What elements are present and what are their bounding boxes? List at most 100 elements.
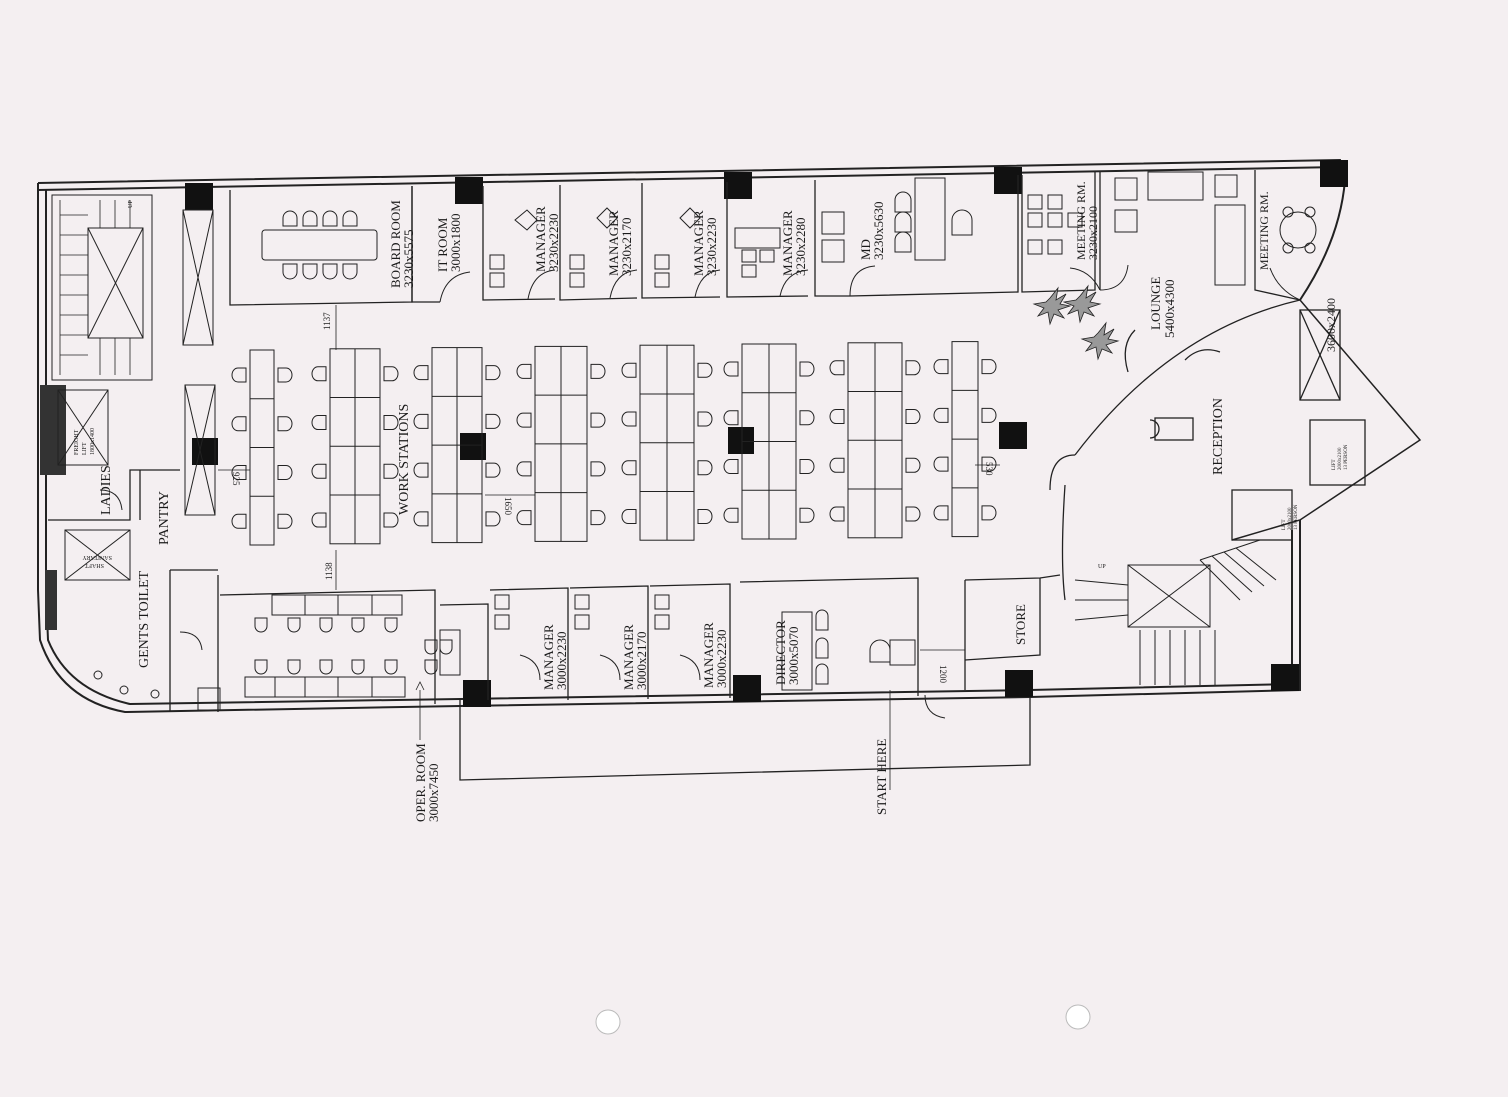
meeting-1-label: MEETING RM. 3230x2100 xyxy=(1074,181,1100,260)
reception-name: RECEPTION xyxy=(1211,398,1226,475)
oper-chair xyxy=(254,617,268,633)
board-room-label: BOARD ROOM 3230x5575 xyxy=(388,200,416,288)
gents-toilet-label: GENTS TOILET xyxy=(137,570,152,668)
workstation-chair xyxy=(590,461,606,477)
workstation-chair xyxy=(485,413,501,429)
manager-top-4-name: MANAGER xyxy=(780,210,795,276)
workstation-chair xyxy=(413,365,429,381)
it-room-name: IT ROOM xyxy=(435,217,450,272)
reception-walls xyxy=(1049,299,1366,601)
door-swings-top xyxy=(439,264,1301,303)
manager-bot-1-label: MANAGER 3000x2230 xyxy=(541,624,569,690)
manager-top-1-label: MANAGER 3230x2230 xyxy=(533,206,561,272)
lift-a-label: LIFT 2000x2100 13 PERSON xyxy=(1282,504,1299,530)
oper-room-furniture xyxy=(93,594,916,711)
manager-bot-2-label: MANAGER 3000x2170 xyxy=(621,624,649,690)
workstation-chair xyxy=(981,407,997,423)
director-label: DIRECTOR 3000x5070 xyxy=(773,620,801,685)
up-label-right: UP xyxy=(1098,564,1106,570)
board-room-size: 3230x5575 xyxy=(401,230,416,289)
manager-top-4-label: MANAGER 3230x2280 xyxy=(780,210,808,276)
oper-chair xyxy=(424,659,438,675)
workstation-chair xyxy=(413,413,429,429)
workstation-chair xyxy=(383,415,399,431)
workstation-chair xyxy=(799,361,815,377)
manager-bot-2-name: MANAGER xyxy=(621,624,636,690)
it-room-size: 3000x1800 xyxy=(448,214,463,273)
pantry-name: PANTRY xyxy=(157,491,172,545)
dim-1137: 1137 xyxy=(322,312,332,330)
workstation-chair xyxy=(829,506,845,522)
shaft-text: SHAFT xyxy=(85,562,104,568)
workstation-chair xyxy=(697,460,713,476)
work-stations-label: WORK STATIONS xyxy=(397,404,412,515)
workstation-chair xyxy=(829,409,845,425)
workstation-chair xyxy=(383,463,399,479)
board-room-name: BOARD ROOM xyxy=(388,200,403,288)
freight-lift-line3: 1800x1400 xyxy=(90,428,96,455)
right-stair xyxy=(1074,539,1277,685)
workstation-chair xyxy=(311,415,327,431)
dimension-lines xyxy=(218,305,1000,790)
freight-lift-line2: LIFT xyxy=(82,442,88,455)
workstation-chair xyxy=(621,460,637,476)
workstation-chair xyxy=(383,366,399,382)
lift-b-line3: 13 PERSON xyxy=(1344,444,1349,470)
lounge-label: LOUNGE 5400x4300 xyxy=(1148,277,1177,338)
director-size: 3000x5070 xyxy=(786,627,801,686)
workstation-chair xyxy=(905,409,921,425)
oper-chair xyxy=(287,617,301,633)
left-core xyxy=(51,194,216,581)
freight-lift-label: FREIGHT LIFT 1800x1400 xyxy=(74,428,96,455)
oper-chair xyxy=(254,659,268,675)
sanitary-label: SANITARY SHAFT xyxy=(82,554,112,568)
up-label-left: UP xyxy=(128,200,134,208)
workstation-chair xyxy=(277,513,293,529)
oper-room-name: OPER. ROOM xyxy=(413,743,428,822)
dim-1650: 1650 xyxy=(503,497,513,516)
freight-lift-line1: FREIGHT xyxy=(74,429,80,455)
director-name: DIRECTOR xyxy=(773,620,788,685)
workstation-chair xyxy=(905,457,921,473)
manager-top-3-label: MANAGER 3230x2230 xyxy=(691,210,719,276)
workstation-chair xyxy=(383,512,399,528)
workstation-chair xyxy=(277,465,293,480)
manager-bot-1-size: 3000x2230 xyxy=(554,632,569,691)
work-stations-name: WORK STATIONS xyxy=(397,404,412,515)
it-room-label: IT ROOM 3000x1800 xyxy=(435,214,463,273)
manager-top-1-size: 3230x2230 xyxy=(546,214,561,273)
workstation-chair xyxy=(590,363,606,379)
workstation-chair xyxy=(590,412,606,428)
workstation-chair xyxy=(723,507,739,523)
workstation-chair xyxy=(277,367,293,383)
workstation-chair xyxy=(829,457,845,473)
workstation-chair xyxy=(311,512,327,528)
manager-bot-2-size: 3000x2170 xyxy=(634,632,649,691)
dim-1200: 1200 xyxy=(938,665,948,684)
workstation-chair xyxy=(516,510,532,526)
manager-top-3-size: 3230x2230 xyxy=(704,218,719,277)
workstation-chair xyxy=(829,360,845,376)
meeting-2-name: MEETING RM. xyxy=(1257,191,1271,270)
workstation-chair xyxy=(311,463,327,479)
structural-columns xyxy=(40,160,1348,707)
meeting-2-label: MEETING RM. 3600x2400 xyxy=(1257,191,1338,352)
meeting-2-size: 3600x2400 xyxy=(1324,298,1338,352)
workstation-chair xyxy=(981,359,997,375)
workstation-chair xyxy=(933,407,949,423)
lift-b-line2: 2000x2100 xyxy=(1338,447,1343,470)
lift-a-line2: 2000x2100 xyxy=(1288,507,1293,530)
lift-a-line1: LIFT xyxy=(1282,519,1287,530)
workstation-chair xyxy=(311,366,327,382)
dimension-labels: 1137 1138 925 1650 530 1200 xyxy=(231,312,994,684)
oper-chair xyxy=(319,659,333,675)
md-label: MD 3230x5630 xyxy=(858,202,886,261)
dim-530: 530 xyxy=(984,462,994,476)
workstation-chair xyxy=(590,510,606,526)
workstation-chair xyxy=(621,362,637,378)
workstation-chair xyxy=(723,459,739,474)
workstation-chair xyxy=(905,506,921,522)
workstation-chair xyxy=(933,505,949,521)
manager-top-furniture xyxy=(489,171,1317,288)
oper-chair xyxy=(319,617,333,633)
